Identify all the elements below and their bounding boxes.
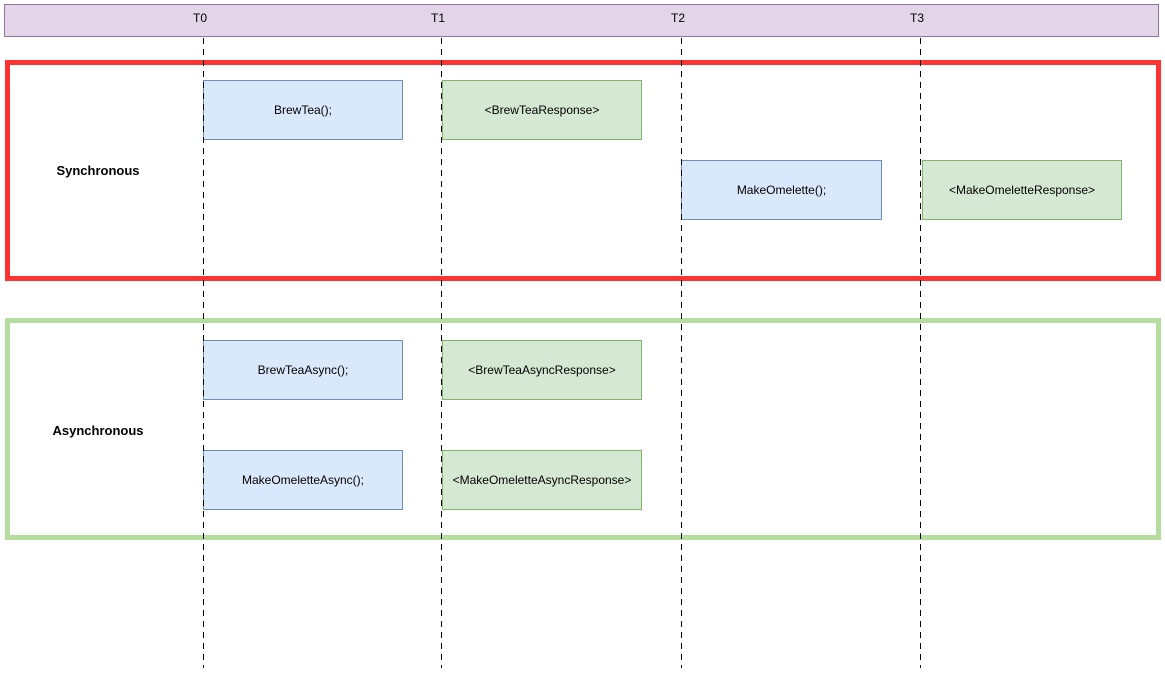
sync-brewtea-call-box: BrewTea(); <box>203 80 403 140</box>
gridline-t2 <box>681 38 682 668</box>
synchronous-section-title: Synchronous <box>56 163 140 178</box>
gridline-t3 <box>920 38 921 668</box>
timeline-label-t0: T0 <box>192 11 207 25</box>
asynchronous-section-container <box>5 318 1161 540</box>
timeline-label-t3: T3 <box>909 11 924 25</box>
synchronous-section-container <box>5 60 1161 281</box>
async-brewtea-response-box: <BrewTeaAsyncResponse> <box>442 340 642 400</box>
async-brewtea-call-box: BrewTeaAsync(); <box>203 340 403 400</box>
sync-makeomelette-call-box: MakeOmelette(); <box>681 160 882 220</box>
gridline-t1 <box>441 38 442 668</box>
asynchronous-section-title: Asynchronous <box>52 423 144 438</box>
timeline-header-bar <box>4 4 1159 37</box>
async-makeomelette-response-box: <MakeOmeletteAsyncResponse> <box>442 450 642 510</box>
sync-makeomelette-response-box: <MakeOmeletteResponse> <box>922 160 1122 220</box>
gridline-t0 <box>203 38 204 668</box>
async-makeomelette-call-box: MakeOmeletteAsync(); <box>203 450 403 510</box>
sync-brewtea-response-box: <BrewTeaResponse> <box>442 80 642 140</box>
timeline-label-t2: T2 <box>670 11 685 25</box>
timeline-label-t1: T1 <box>430 11 445 25</box>
